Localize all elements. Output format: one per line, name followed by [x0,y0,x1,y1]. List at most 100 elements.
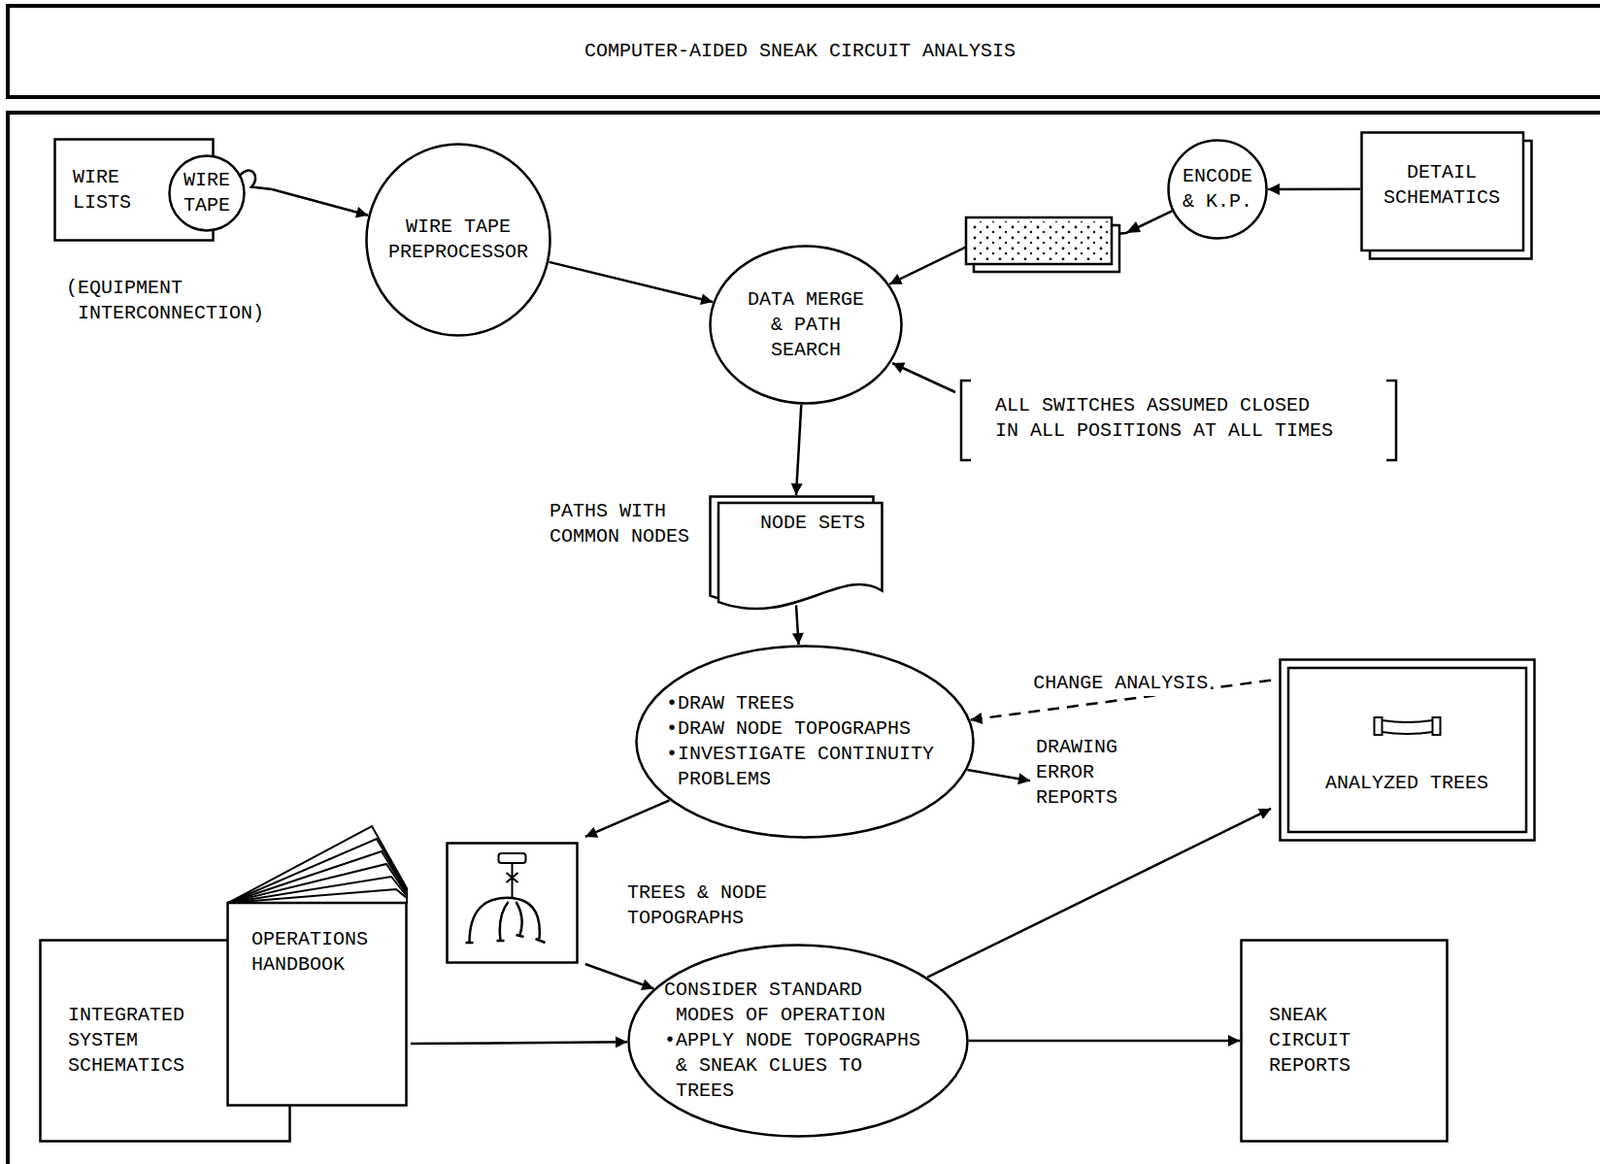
node-outline [1278,658,1536,842]
node-text: CONSIDER STANDARD MODES OF OPERATION [664,977,929,1029]
process-ellipse: CONSIDER STANDARD MODES OF OPERATION•APP… [627,943,969,1138]
front-sheet [718,502,883,609]
text-group: •DRAW TREES•DRAW NODE TOPOGRAPHS•INVESTI… [666,691,948,793]
connector-arrow [585,964,655,989]
node-outline [634,644,975,839]
ellipse-outline [629,945,968,1137]
text-group: INTEGRATED SYSTEM SCHEMATICS [67,1002,195,1079]
tape-circle [169,156,245,232]
punch-card-holes [969,221,1108,261]
process-circle: ENCODE & K.P. [1166,138,1268,240]
handbook-page [228,864,407,903]
handbook-page [228,876,407,903]
process-circle: DATA MERGE & PATH SEARCH [708,244,903,405]
tape-reel: WIRE TAPE [167,154,246,233]
document-shape: NODE SETSPATHS WITH COMMON NODES [708,495,884,618]
node-text: SNEAK CIRCUIT REPORTS [1268,1002,1376,1079]
ellipse-outline [710,246,902,404]
outer-frame [7,112,1600,1164]
right-bracket [1386,380,1397,461]
node-text: WIRE LISTS [72,165,141,216]
handle-bar [1382,720,1434,734]
ellipse-outline [636,646,974,838]
handle-end [1374,717,1383,735]
note-arrow [892,363,956,393]
node-text: •DRAW NODE TOPOGRAPHS [666,716,948,742]
title-text: COMPUTER-AIDED SNEAK CIRCUIT ANALYSIS [584,38,1016,65]
node-outline [1166,138,1268,240]
connector-arrow [796,604,800,645]
node-text: WIRE TAPE PREPROCESSOR [380,214,536,266]
ellipse-outline [366,144,551,336]
node-text: ENCODE & K.P. [1178,164,1257,215]
handbook-page [228,889,407,903]
note-label: ALL SWITCHES ASSUMED CLOSED IN ALL POSIT… [995,393,1337,444]
node-text: ANALYZED TREES [1300,770,1514,797]
connector-arrow [410,1041,628,1044]
node-text: DATA MERGE & PATH SEARCH [742,287,869,364]
handbook-page [228,838,407,903]
note-label: (EQUIPMENT INTERCONNECTION) [66,275,311,327]
text-group: NODE SETS [759,510,867,536]
text-group: WIRE TAPE PREPROCESSOR [380,214,536,266]
node-heading: PATHS WITH COMMON NODES [549,499,696,550]
handle-end [1433,717,1441,735]
node-text: DRAWING ERROR REPORTS [1035,734,1134,811]
box-outline [1241,940,1448,1142]
tree-picture: TREES & NODE TOPOGRAPHS [445,841,579,965]
tree-root-box [499,853,527,864]
outer-frame [1280,660,1535,841]
title-band [7,5,1600,98]
node-heading: TREES & NODE TOPOGRAPHS [627,880,788,932]
connector-arrow [796,404,801,496]
text-group: OPERATIONS HANDBOOK [251,927,393,978]
arrowhead [1126,221,1141,234]
node-text: •INVESTIGATE CONTINUITY PROBLEMS [666,741,948,793]
handbook-cover [228,902,407,1106]
front-sheet [1362,133,1525,252]
connector-arrow [585,800,670,837]
connector-arrow [889,210,1172,284]
text-group: WIRE LISTS [72,165,141,216]
connector-arrow [548,262,713,302]
text-group: CONSIDER STANDARD MODES OF OPERATION•APP… [664,977,929,1104]
node-text: •DRAW TREES [666,691,948,717]
connector-arrow [271,189,368,216]
node-text: OPERATIONS HANDBOOK [251,927,393,978]
ellipse-outline [1168,140,1267,239]
tree-branches [466,898,546,943]
node-outline [445,841,579,965]
process-circle: WIRE TAPE PREPROCESSOR [365,142,552,337]
node-text: NODE SETS [759,510,867,536]
connector-arrow [966,769,1031,781]
title-band-text: COMPUTER-AIDED SNEAK CIRCUIT ANALYSIS [0,5,1600,98]
node-text: •APPLY NODE TOPOGRAPHS & SNEAK CLUES TO … [664,1028,929,1104]
punch-card [966,217,1112,265]
process-ellipse: •DRAW TREES•DRAW NODE TOPOGRAPHS•INVESTI… [634,644,975,839]
text-group: ANALYZED TREES [1300,770,1514,797]
handbook: OPERATIONS HANDBOOK [226,820,411,1107]
connector-arrow [1267,188,1361,192]
report-text: DRAWING ERROR REPORTS [1035,734,1134,819]
left-bracket [961,380,971,461]
text-group: DRAWING ERROR REPORTS [1035,734,1134,811]
node-outline [167,154,246,233]
connector-arrow [968,1039,1240,1043]
text-group: DETAIL SCHEMATICS [1373,160,1510,211]
text-group: DATA MERGE & PATH SEARCH [742,287,869,364]
connector-arrow [927,808,1271,978]
file-drawer: ANALYZED TREES [1278,658,1536,842]
edge-label: CHANGE ANALYSIS [1030,670,1211,697]
process-box: SNEAK CIRCUIT REPORTS [1239,938,1449,1143]
inner-frame [1288,667,1527,833]
text-group: ENCODE & K.P. [1178,164,1257,215]
text-group: SNEAK CIRCUIT REPORTS [1268,1002,1376,1079]
box-outline [447,843,578,964]
text-group: WIRE TAPE [177,167,236,219]
node-text: DETAIL SCHEMATICS [1373,160,1510,211]
document-stack: DETAIL SCHEMATICS [1360,131,1534,261]
node-outline [365,142,552,337]
handbook-page [228,851,407,903]
tree-trunk [506,863,519,899]
